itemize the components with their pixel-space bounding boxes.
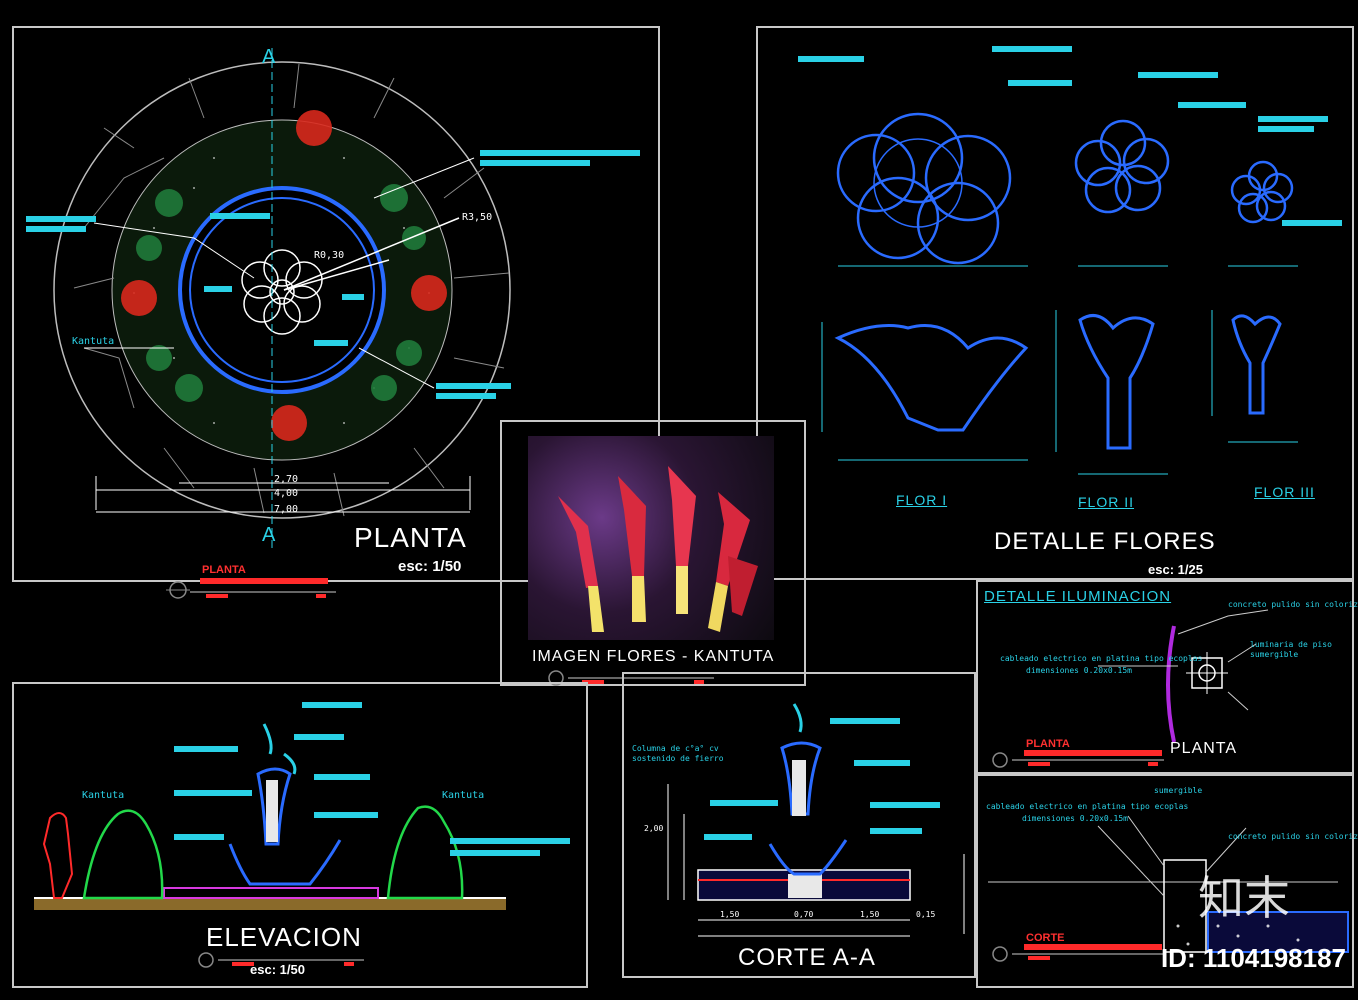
corte-aa-dim-c: 1,50 — [860, 910, 880, 919]
elevacion-title: ELEVACION — [206, 922, 362, 952]
planta-radius-r1: R3,50 — [462, 212, 493, 223]
imagen-title: IMAGEN FLORES - KANTUTA — [532, 648, 775, 665]
planta-tag-bar — [166, 578, 336, 599]
iluminacion-title: DETALLE ILUMINACION — [984, 588, 1172, 605]
kantuta-photo — [528, 436, 774, 640]
corte-aa-note-2: sostenido de fierro — [632, 754, 724, 763]
detalle-flores-panel: FLOR I FLOR II FLOR III DETALLE FLORES e… — [756, 26, 1354, 580]
iluminacion-planta-label: PLANTA — [1170, 740, 1238, 757]
imagen-panel: IMAGEN FLORES - KANTUTA — [500, 420, 806, 686]
watermark-id: ID: 1104198187 — [1160, 943, 1346, 973]
kantuta-flowers — [558, 466, 758, 632]
corte-aa-panel: Columna de c°a° cv sostenido de fierro 2… — [622, 672, 976, 978]
planta-label-kantuta: Kantuta — [72, 336, 115, 347]
corte-aa-dim-d: 0,70 — [794, 910, 814, 919]
planta-dim-inner: 4,00 — [274, 488, 299, 499]
iluminacion-tag-bar — [992, 750, 1164, 768]
iluminacion-note-3: concreto pulido sin colorizar — [1228, 600, 1358, 609]
flor-3-label: FLOR III — [1254, 484, 1315, 500]
planta-drawing — [26, 48, 640, 548]
planta-dim-total: 7,00 — [274, 504, 299, 515]
flor-2-label: FLOR II — [1078, 494, 1135, 510]
corte-aa-drawing — [667, 703, 965, 937]
iluminacion-corte-drawing — [988, 815, 1349, 953]
elevacion-tag-bar — [198, 952, 364, 968]
corte-note-5: sumergible — [1154, 786, 1203, 795]
iluminacion-tag-corte: CORTE — [1026, 932, 1065, 944]
iluminacion-note-2: dimensiones 0.20x0.15m — [1026, 666, 1132, 675]
iluminacion-drawing — [1098, 609, 1269, 743]
corte-aa-dim-a: 2,00 — [644, 824, 664, 833]
corte-note-2: dimensiones 0.20x0.15m — [1022, 814, 1128, 823]
corte-note-1: cableado electrico en platina tipo ecopl… — [986, 802, 1189, 811]
planta-tag: PLANTA — [202, 564, 246, 576]
corte-aa-title: CORTE A-A — [738, 944, 876, 971]
elevacion-panel: Kantuta Kantuta ELEVACION esc: 1/50 — [12, 682, 588, 988]
elevacion-drawing — [34, 702, 570, 910]
detalle-flores-title: DETALLE FLORES — [994, 528, 1216, 555]
planta-title: PLANTA — [354, 522, 467, 553]
corte-aa-dim-b: 1,50 — [720, 910, 740, 919]
planta-dim-mid: 2,70 — [274, 474, 299, 485]
elevacion-kantuta-right: Kantuta — [442, 790, 485, 801]
znzmo-logo: 知末 — [1198, 871, 1290, 925]
flor-1-label: FLOR I — [896, 492, 948, 508]
iluminacion-note-4: luminaria de piso — [1250, 640, 1332, 649]
iluminacion-note-1: cableado electrico en platina tipo ecopl… — [1000, 654, 1203, 663]
detalle-flores-scale: esc: 1/25 — [1148, 562, 1203, 577]
iluminacion-note-5: sumergible — [1250, 650, 1299, 659]
imagen-tag-bar — [548, 670, 714, 686]
planta-scale: esc: 1/50 — [398, 558, 462, 575]
iluminacion-corte-panel: cableado electrico en platina tipo ecopl… — [976, 774, 1358, 988]
flores-drawing — [798, 46, 1342, 475]
elevacion-scale: esc: 1/50 — [250, 962, 305, 977]
corte-note-3: concreto pulido sin colorizar — [1228, 832, 1358, 841]
planta-axis-top: A — [262, 46, 277, 68]
corte-aa-note-1: Columna de c°a° cv — [632, 744, 719, 753]
planta-axis-bottom: A — [262, 524, 277, 546]
detalle-iluminacion-panel: DETALLE ILUMINACION cableado electrico e… — [976, 580, 1358, 774]
iluminacion-tag-planta: PLANTA — [1026, 738, 1070, 750]
iluminacion-corte-tag-bar — [992, 944, 1164, 962]
elevacion-kantuta-left: Kantuta — [82, 790, 125, 801]
planta-panel: A A Kantuta R3,50 R0,30 2,70 4,00 7,00 P… — [12, 26, 660, 582]
corte-aa-dim-e: 0,15 — [916, 910, 936, 919]
planta-radius-r2: R0,30 — [314, 250, 345, 261]
